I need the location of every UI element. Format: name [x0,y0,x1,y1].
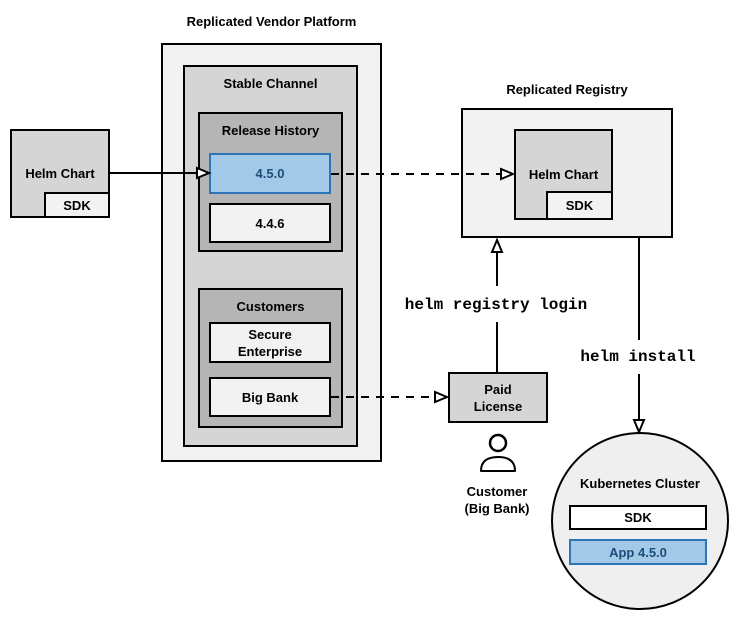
customer-name: Big Bank [241,389,299,405]
release-4-5-0: 4.5.0 [209,153,331,194]
paid-license-label: Paid License [473,381,523,414]
cluster-sdk-box: SDK [569,505,707,530]
customer-secure-enterprise: Secure Enterprise [209,322,331,363]
customer-caption: Customer (Big Bank) [464,484,530,516]
customer-name: Secure Enterprise [237,326,303,359]
helm-registry-login-label: helm registry login [404,296,588,314]
source-sdk-box: SDK [44,192,110,218]
cluster-app-box: App 4.5.0 [569,539,707,565]
kubernetes-cluster-title: Kubernetes Cluster [580,476,700,491]
release-4-4-6: 4.4.6 [209,203,331,243]
registry-sdk-label: SDK [565,198,594,213]
paid-license-box: Paid License [448,372,548,423]
helm-install-label: helm install [580,348,696,366]
customer-big-bank: Big Bank [209,377,331,417]
source-helm-chart-label: Helm Chart [25,166,95,181]
source-sdk-label: SDK [63,197,91,213]
registry-title: Replicated Registry [506,82,628,97]
person-icon [480,433,516,472]
cluster-sdk-label: SDK [624,510,652,525]
release-version: 4.5.0 [255,166,285,181]
stable-channel-title: Stable Channel [223,76,318,91]
cluster-app-label: App 4.5.0 [609,544,667,560]
registry-helm-chart-label: Helm Chart [528,167,599,182]
vendor-platform-title: Replicated Vendor Platform [186,14,357,29]
arrow-registry-to-cluster [632,238,646,435]
customers-title: Customers [236,299,305,314]
release-version: 4.4.6 [255,215,285,231]
registry-sdk-box: SDK [546,191,613,220]
release-history-title: Release History [221,123,320,138]
